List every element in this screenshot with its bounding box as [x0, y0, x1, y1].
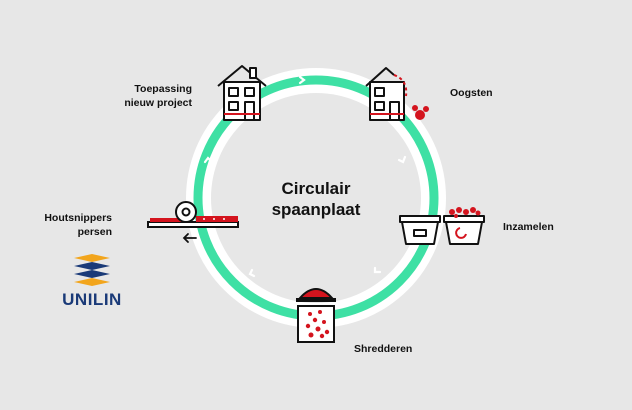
- collection-containers-icon: [399, 207, 485, 245]
- shredder-icon: [296, 288, 336, 343]
- label-inzamelen: Inzamelen: [503, 220, 554, 234]
- flow-arrow: [373, 266, 382, 274]
- label-persen: Houtsnippers persen: [44, 211, 112, 239]
- flow-arrow: [248, 268, 256, 278]
- label-line: persen: [77, 226, 112, 238]
- house-demolition-icon: [365, 67, 429, 121]
- label-toepassing: Toepassing nieuw project: [124, 82, 192, 110]
- center-title-line: spaanplaat: [271, 200, 361, 219]
- flow-arrow: [203, 156, 213, 164]
- brand-logo-text: UNILIN: [62, 290, 122, 309]
- label-line: Oogsten: [450, 87, 493, 99]
- press-roller-icon: [147, 201, 239, 243]
- label-line: Toepassing: [134, 83, 192, 95]
- label-line: Shredderen: [354, 343, 413, 355]
- house-icon: [217, 65, 267, 121]
- label-line: Inzamelen: [503, 221, 554, 233]
- label-line: nieuw project: [124, 97, 192, 109]
- label-line: Houtsnippers: [44, 212, 112, 224]
- flow-arrows: [203, 75, 407, 278]
- label-oogsten: Oogsten: [450, 86, 493, 100]
- unilin-logo-icon: [74, 254, 110, 286]
- center-title: Circulair spaanplaat: [246, 178, 386, 220]
- label-shredderen: Shredderen: [354, 342, 412, 356]
- flow-arrow: [298, 75, 306, 85]
- flow-arrow: [397, 155, 407, 164]
- center-title-line: Circulair: [281, 179, 351, 198]
- inner-disc: [211, 93, 421, 303]
